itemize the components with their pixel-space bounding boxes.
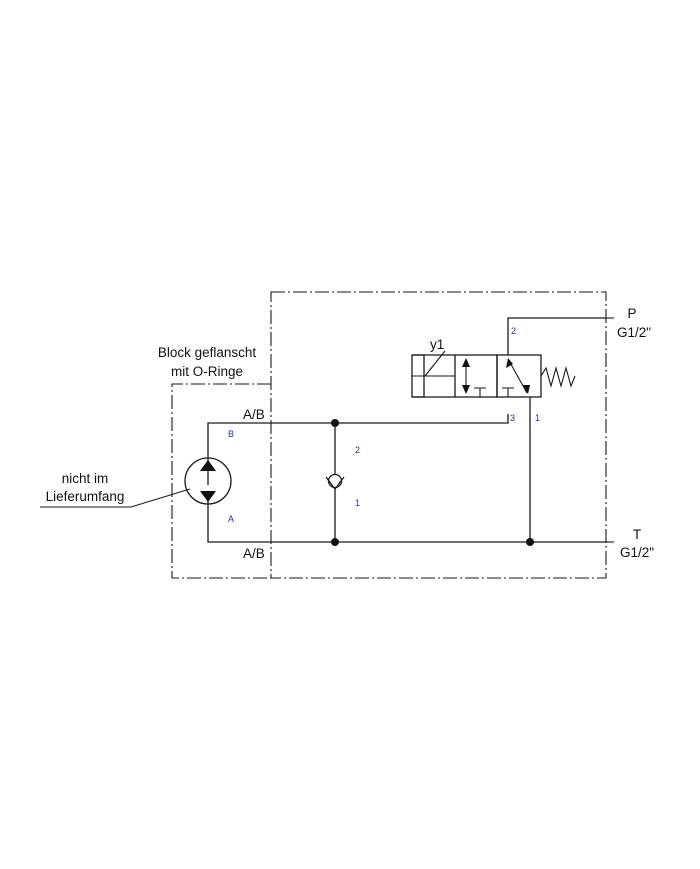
solenoid-label: y1: [430, 337, 444, 352]
valve-port-2: 2: [511, 326, 516, 336]
t-thread-label: G1/2": [620, 545, 654, 560]
ab-top-label: A/B: [243, 407, 265, 422]
p-port-label: P: [627, 306, 636, 321]
port-numbers: B A 2 1 2 3 1: [228, 326, 540, 524]
block-boundary: [270, 291, 607, 579]
pump-port-b: B: [228, 429, 234, 439]
pump-boundary: [171, 383, 271, 579]
valve-port-1: 1: [535, 413, 540, 423]
junction-dot: [331, 419, 339, 427]
p-thread-label: G1/2": [617, 325, 651, 340]
junction-dot: [526, 538, 534, 546]
block-label-line2: mit O-Ringe: [171, 364, 243, 379]
t-port-label: T: [633, 527, 641, 542]
directional-valve: [411, 350, 576, 398]
check-port-2: 2: [355, 445, 360, 455]
pump-symbol: [184, 457, 232, 505]
junctions: [331, 419, 534, 546]
pump-port-a: A: [228, 514, 234, 524]
valve-port-3: 3: [510, 413, 515, 423]
ab-bottom-label: A/B: [243, 546, 265, 561]
not-included-line1: nicht im: [62, 471, 109, 486]
not-included-line2: Lieferumfang: [46, 489, 125, 504]
callout-leader: [40, 488, 191, 508]
check-valve-symbol: [325, 473, 345, 491]
junction-dot: [331, 538, 339, 546]
hydraulic-lines: [207, 317, 614, 543]
text-labels: Block geflanscht mit O-Ringe nicht im Li…: [46, 306, 655, 561]
check-port-1: 1: [355, 498, 360, 508]
block-label-line1: Block geflanscht: [158, 345, 257, 360]
